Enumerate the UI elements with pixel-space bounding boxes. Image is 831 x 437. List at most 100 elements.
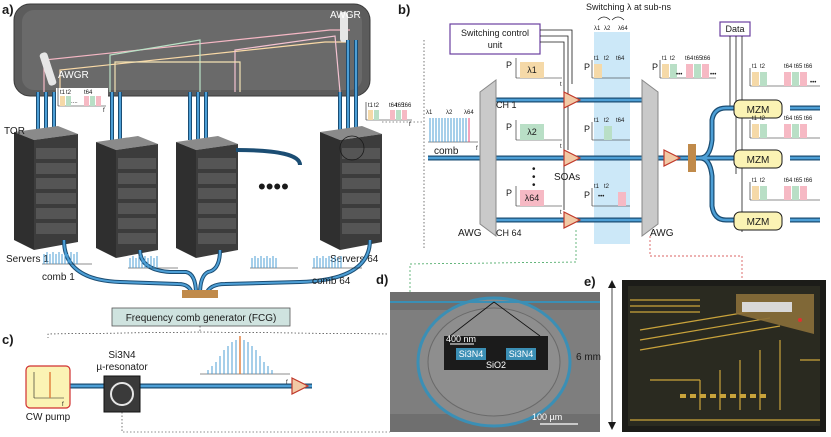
server-rack-1	[14, 126, 78, 250]
data64-t66: t66	[804, 178, 813, 184]
comb-lambda-64: λ64	[464, 110, 474, 116]
panel-c: c) f CW pump Si3N4 µ-resonator f	[2, 332, 390, 433]
panel-label-b: b)	[398, 2, 410, 17]
server-rack-3	[176, 136, 238, 258]
ch1-lambda: λ1	[527, 65, 537, 75]
comb-input-icon	[428, 118, 478, 143]
rack64-t1: t1	[368, 103, 374, 109]
comb-1-label: comb 1	[42, 272, 75, 283]
mzm-1-label: MZM	[747, 105, 770, 116]
data1-t65: t65	[794, 64, 803, 70]
data-slots-64: t1 t2 t64 t65 t66	[749, 178, 820, 201]
servers-64-label: Servers 64	[330, 254, 379, 265]
awg-right-label: AWG	[650, 228, 674, 239]
scale-um: 100 µm	[532, 412, 562, 422]
ch2-p: P	[506, 122, 512, 132]
si3n4-right: Si3N4	[509, 349, 534, 359]
slot-ch2-p: P	[584, 124, 590, 134]
comb-lambda-2: λ2	[446, 110, 453, 116]
slot-ch2-t1: t1	[594, 118, 600, 124]
waveguide-right	[506, 348, 536, 360]
slot-ch2-t64: t64	[616, 118, 625, 124]
data1-dots: •••	[810, 80, 816, 86]
inset-t1: t1	[60, 90, 66, 96]
slot-ch64-t2: t2	[604, 184, 610, 190]
combined-slots: t1 t2 t64 t65 t66 ••• ••• P	[652, 56, 716, 79]
mzm-2	[733, 149, 783, 169]
rack-ellipsis: ••••	[258, 174, 289, 199]
comb-icon-3	[250, 256, 298, 269]
ch2-lambda: λ2	[527, 127, 537, 137]
control-unit-line1: Switching control	[461, 28, 529, 38]
panel-label-d: d)	[376, 272, 388, 287]
inset-dots: ....	[71, 99, 78, 105]
rack64-t66: t66	[403, 103, 412, 109]
generated-comb	[200, 336, 290, 375]
switching-lambda-label: Switching λ at sub-ns	[586, 2, 672, 12]
resonator-label: µ-resonator	[96, 362, 148, 373]
awgr-grating-top	[340, 12, 348, 42]
comb-label: comb	[434, 146, 459, 157]
cw-pump-label: CW pump	[26, 412, 71, 423]
data64-t1: t1	[752, 178, 758, 184]
slot-ch1-t1: t1	[594, 56, 600, 62]
slot-ch64-dots: •••	[598, 194, 604, 200]
data-slots-2: t1 t2 t64 t65 t66	[749, 116, 820, 139]
ch64-p: P	[506, 188, 512, 198]
comb-slot-dots-end: •••	[710, 72, 716, 78]
comb-slot-t65: t65	[694, 56, 703, 62]
awgr-spectrum-inset: t1 t2 t64 .... f	[56, 88, 108, 114]
ch64-spectrum: λ64 P t	[506, 186, 562, 216]
link-soa-to-d	[409, 230, 577, 292]
inset-f: f	[103, 108, 105, 114]
awg-mux	[641, 79, 659, 237]
ch64-lambda: λ64	[525, 193, 540, 203]
si3n4-left: Si3N4	[459, 349, 484, 359]
ch2-spectrum: λ2 P t	[506, 120, 562, 150]
soas-label: SOAs	[554, 172, 580, 183]
server-rack-2	[96, 136, 158, 258]
comb-64-icon	[312, 256, 362, 269]
fcg-box	[111, 307, 291, 327]
panel-d: d) Si3N4 Si3N4 SiO2 400 nm 100 µm	[376, 272, 600, 432]
panel-label-c: c)	[2, 332, 14, 347]
lambda-top-1: λ1	[594, 26, 601, 32]
awgr-inner	[22, 10, 362, 90]
slot-ch64-p: P	[584, 190, 590, 200]
data1-t64: t64	[784, 64, 793, 70]
awg-demux	[479, 79, 497, 237]
data2-t65: t65	[794, 116, 803, 122]
resonator-chip	[103, 375, 141, 413]
control-unit-line2: unit	[488, 40, 503, 50]
panel-label-a: a)	[2, 2, 14, 17]
rack64-t64: t64	[389, 103, 398, 109]
panel-a: a) AWGR AWGR t1 t2 t64 .... f	[2, 2, 412, 327]
control-lines	[540, 29, 573, 210]
ch1-spectrum: λ1 P t	[506, 58, 562, 88]
route-green	[109, 39, 201, 92]
soa-64	[563, 211, 582, 229]
comb-f-c: f	[286, 380, 288, 386]
panel-label-e: e)	[584, 274, 596, 289]
lambda-top-64: λ64	[618, 26, 628, 32]
panel-e: e) 6 mm	[576, 274, 826, 432]
mzm-2-label: MZM	[747, 155, 770, 166]
comb-1-icon	[42, 252, 92, 265]
comb-slot-dots: •••	[676, 72, 682, 78]
soa-1	[563, 91, 582, 109]
size-label: 6 mm	[576, 352, 601, 363]
data2-t1: t1	[752, 116, 758, 122]
slots-ch64: t1 t2 ••• P	[584, 184, 630, 207]
route-yellow	[114, 61, 241, 92]
awg-left-label: AWG	[458, 228, 482, 239]
server-rack-64	[320, 126, 382, 250]
vdot-2: •	[532, 172, 536, 183]
cw-pump-box	[25, 365, 71, 409]
panel-b: b) Switching control unit Switching λ at…	[382, 2, 820, 292]
chip-label-block	[742, 302, 792, 312]
slot-ch1-p: P	[584, 62, 590, 72]
amp-c	[291, 377, 310, 395]
chip-marker	[798, 318, 802, 322]
ch1-label: CH 1	[496, 100, 517, 110]
connector-b	[688, 144, 696, 172]
